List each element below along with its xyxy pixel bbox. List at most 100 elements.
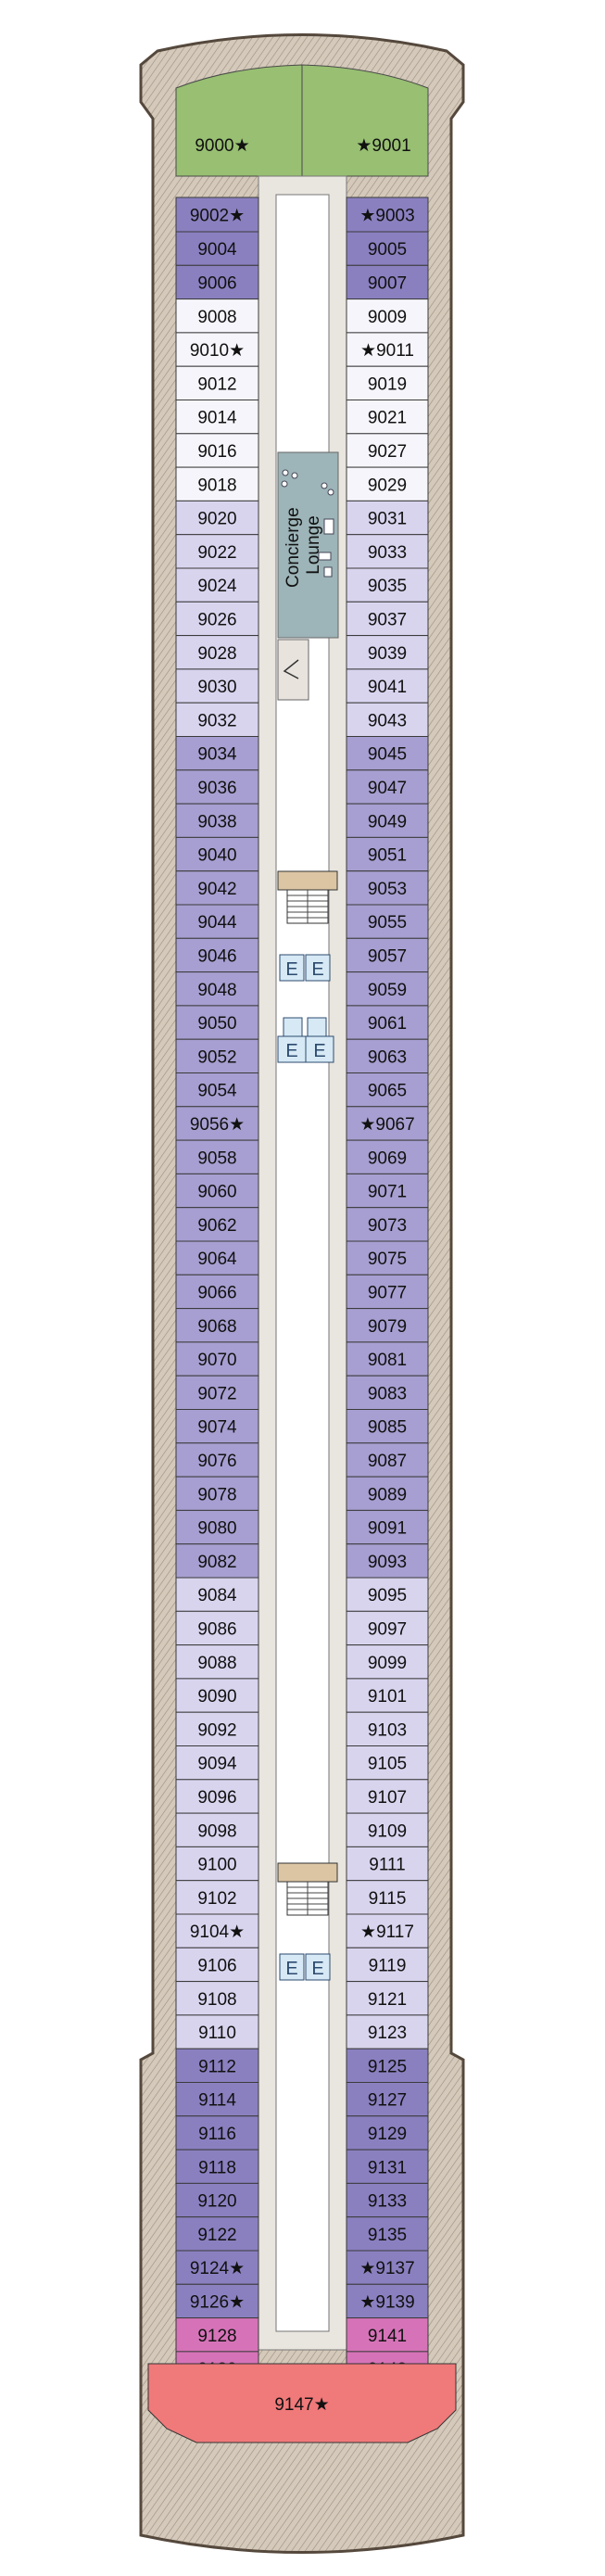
starboard-cabin-31[interactable] [346,1274,429,1310]
starboard-cabin-44[interactable] [346,1711,429,1746]
port-cabin-10[interactable] [175,567,259,603]
port-cabin-58[interactable] [175,2182,259,2218]
port-cabin-56[interactable] [175,2115,259,2151]
port-cabin-43[interactable] [175,1678,259,1713]
port-cabin-34[interactable] [175,1375,259,1410]
port-cabin-40[interactable] [175,1577,259,1612]
forward-cabin-0[interactable] [175,197,259,233]
port-cabin-54[interactable] [175,2048,259,2083]
starboard-cabin-29[interactable] [346,1207,429,1242]
starboard-cabin-2[interactable] [346,298,429,334]
port-cabin-50[interactable] [175,1913,259,1948]
starboard-cabin-8[interactable] [346,500,429,536]
starboard-cabin-37[interactable] [346,1476,429,1511]
port-cabin-11[interactable] [175,601,259,637]
starboard-cabin-5[interactable] [346,400,429,435]
starboard-cabin-28[interactable] [346,1173,429,1209]
port-cabin-15[interactable] [175,736,259,771]
port-cabin-6[interactable] [175,433,259,468]
port-cabin-38[interactable] [175,1509,259,1545]
starboard-cabin-7[interactable] [346,466,429,501]
port-cabin-39[interactable] [175,1543,259,1579]
port-cabin-4[interactable] [175,365,259,401]
starboard-cabin-50[interactable] [346,1913,429,1948]
port-cabin-23[interactable] [175,1005,259,1040]
port-cabin-3[interactable] [175,332,259,367]
starboard-cabin-39[interactable] [346,1543,429,1579]
port-cabin-17[interactable] [175,803,259,838]
starboard-cabin-61[interactable] [346,2283,429,2319]
starboard-cabin-40[interactable] [346,1577,429,1612]
forward-cabin-1[interactable] [346,197,429,233]
starboard-cabin-13[interactable] [346,668,429,704]
starboard-cabin-4[interactable] [346,365,429,401]
port-cabin-41[interactable] [175,1610,259,1646]
starboard-cabin-20[interactable] [346,904,429,939]
port-cabin-22[interactable] [175,971,259,1007]
starboard-cabin-23[interactable] [346,1005,429,1040]
port-cabin-59[interactable] [175,2216,259,2252]
starboard-cabin-27[interactable] [346,1139,429,1174]
starboard-cabin-14[interactable] [346,702,429,738]
starboard-cabin-58[interactable] [346,2182,429,2218]
port-cabin-18[interactable] [175,836,259,872]
starboard-cabin-53[interactable] [346,2014,429,2049]
port-cabin-31[interactable] [175,1274,259,1310]
starboard-cabin-32[interactable] [346,1308,429,1343]
port-cabin-48[interactable] [175,1846,259,1882]
port-cabin-46[interactable] [175,1779,259,1814]
port-cabin-19[interactable] [175,870,259,906]
starboard-cabin-34[interactable] [346,1375,429,1410]
port-cabin-26[interactable] [175,1106,259,1141]
starboard-cabin-45[interactable] [346,1745,429,1781]
starboard-cabin-36[interactable] [346,1442,429,1478]
starboard-cabin-41[interactable] [346,1610,429,1646]
starboard-cabin-35[interactable] [346,1409,429,1444]
port-cabin-14[interactable] [175,702,259,738]
starboard-cabin-55[interactable] [346,2082,429,2117]
starboard-cabin-51[interactable] [346,1947,429,1983]
port-cabin-27[interactable] [175,1139,259,1174]
starboard-cabin-17[interactable] [346,803,429,838]
port-cabin-16[interactable] [175,769,259,805]
starboard-cabin-15[interactable] [346,736,429,771]
port-cabin-24[interactable] [175,1038,259,1073]
port-cabin-25[interactable] [175,1072,259,1108]
starboard-cabin-12[interactable] [346,635,429,670]
port-cabin-28[interactable] [175,1173,259,1209]
port-cabin-57[interactable] [175,2149,259,2184]
bow-suite-right[interactable] [301,64,429,177]
starboard-cabin-49[interactable] [346,1880,429,1915]
starboard-cabin-54[interactable] [346,2048,429,2083]
port-cabin-44[interactable] [175,1711,259,1746]
port-cabin-30[interactable] [175,1240,259,1275]
port-cabin-36[interactable] [175,1442,259,1478]
port-cabin-55[interactable] [175,2082,259,2117]
starboard-cabin-52[interactable] [346,1981,429,2016]
port-cabin-7[interactable] [175,466,259,501]
bow-suite-left[interactable] [175,64,303,177]
starboard-cabin-10[interactable] [346,567,429,603]
port-cabin-53[interactable] [175,2014,259,2049]
port-cabin-2[interactable] [175,298,259,334]
port-cabin-21[interactable] [175,937,259,973]
port-cabin-61[interactable] [175,2283,259,2319]
starboard-cabin-6[interactable] [346,433,429,468]
starboard-cabin-22[interactable] [346,971,429,1007]
port-cabin-49[interactable] [175,1880,259,1915]
starboard-cabin-56[interactable] [346,2115,429,2151]
starboard-cabin-60[interactable] [346,2250,429,2285]
port-cabin-52[interactable] [175,1981,259,2016]
port-cabin-35[interactable] [175,1409,259,1444]
port-cabin-12[interactable] [175,635,259,670]
starboard-cabin-57[interactable] [346,2149,429,2184]
port-cabin-8[interactable] [175,500,259,536]
starboard-cabin-18[interactable] [346,836,429,872]
starboard-cabin-16[interactable] [346,769,429,805]
port-cabin-51[interactable] [175,1947,259,1983]
starboard-cabin-47[interactable] [346,1812,429,1847]
port-cabin-5[interactable] [175,400,259,435]
starboard-cabin-26[interactable] [346,1106,429,1141]
port-cabin-0[interactable] [175,231,259,266]
port-cabin-62[interactable] [175,2317,259,2353]
